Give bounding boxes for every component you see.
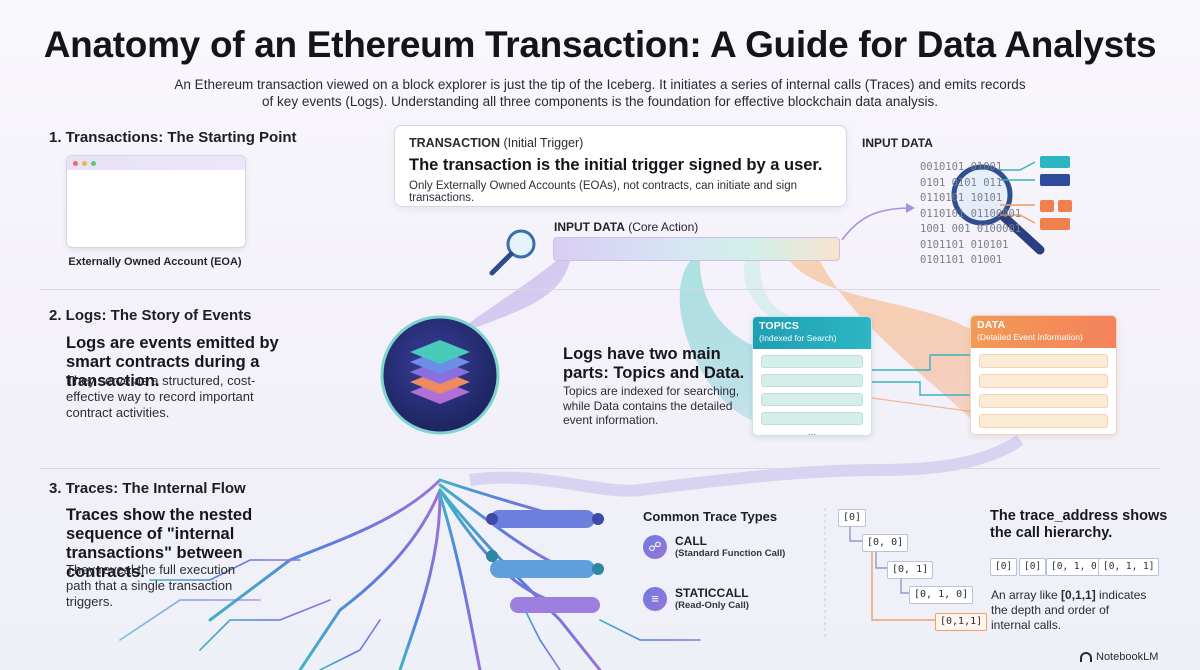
topic-row bbox=[761, 412, 863, 425]
document-icon: ≡ bbox=[643, 586, 667, 611]
topics-more: ... bbox=[807, 427, 817, 436]
trace-address-chip: [0] bbox=[990, 558, 1018, 576]
trace-address-title: The trace_address shows the call hierarc… bbox=[990, 508, 1168, 541]
data-title: DATA bbox=[977, 319, 1006, 331]
input-data-bar bbox=[553, 237, 840, 261]
data-card: DATA (Detailed Event Information) bbox=[970, 315, 1117, 435]
trace-address-chip: [0, 1, 1] bbox=[1098, 558, 1160, 576]
page-subtitle: An Ethereum transaction viewed on a bloc… bbox=[174, 77, 1026, 109]
tree-node-highlight: [0,1,1] bbox=[935, 613, 988, 631]
notebooklm-logo-icon bbox=[1080, 652, 1092, 662]
section-divider bbox=[40, 289, 1160, 290]
input-data-core-label: INPUT DATA (Core Action) bbox=[554, 220, 699, 234]
tree-node: [0, 1] bbox=[887, 561, 934, 579]
section-divider bbox=[40, 468, 1160, 469]
logs-parts-title: Logs have two main parts: Topics and Dat… bbox=[563, 345, 745, 382]
transaction-box: TRANSACTION (Initial Trigger) The transa… bbox=[394, 125, 847, 207]
stack-layers-icon bbox=[410, 340, 470, 404]
input-arrow bbox=[841, 207, 913, 241]
tree-node: [0, 0] bbox=[862, 534, 909, 552]
output-blocks bbox=[1000, 156, 1072, 230]
link-icon: ☍ bbox=[643, 534, 667, 559]
trace-address-chip: [0] bbox=[1019, 558, 1047, 576]
window-dot-icon bbox=[82, 160, 87, 166]
section-1-heading: 1. Transactions: The Starting Point bbox=[49, 129, 297, 146]
topics-subtitle: (Indexed for Search) bbox=[759, 333, 837, 343]
data-row bbox=[979, 394, 1108, 408]
orange-flow bbox=[790, 261, 972, 420]
topic-row bbox=[761, 355, 863, 368]
eoa-caption: Externally Owned Account (EOA) bbox=[68, 256, 242, 268]
window-bar bbox=[67, 156, 245, 170]
traces-lead: Traces show the nested sequence of "inte… bbox=[66, 506, 253, 581]
purple-flow bbox=[455, 261, 570, 335]
trace-type-staticcall: ≡ STATICCALL (Read-Only Call) bbox=[643, 586, 749, 611]
topics-title: TOPICS bbox=[759, 320, 800, 332]
topic-row bbox=[761, 374, 863, 387]
trace-capsules bbox=[486, 510, 604, 613]
section-2-heading: 2. Logs: The Story of Events bbox=[49, 307, 252, 324]
transaction-note: Only Externally Owned Accounts (EOAs), n… bbox=[409, 180, 797, 204]
magnifier-large-icon bbox=[951, 164, 1045, 255]
binary-data: 0010101 01001 0101 0101 011 0110101 1010… bbox=[920, 161, 1022, 266]
section-3-heading: 3. Traces: The Internal Flow bbox=[49, 480, 246, 497]
data-row bbox=[979, 354, 1108, 368]
window-dot-icon bbox=[73, 160, 78, 166]
logs-lead: Logs are events emitted by smart contrac… bbox=[66, 334, 279, 390]
data-row bbox=[979, 374, 1108, 388]
magnifier-icon bbox=[489, 229, 536, 276]
traces-body: They reveal the full execution path that… bbox=[66, 562, 236, 609]
tree-node: [0] bbox=[838, 509, 867, 527]
topics-card: TOPICS (Indexed for Search) ... bbox=[752, 316, 872, 436]
topic-row bbox=[761, 393, 863, 406]
trace-type-call: ☍ CALL (Standard Function Call) bbox=[643, 534, 785, 559]
common-trace-types-title: Common Trace Types bbox=[643, 509, 778, 524]
data-subtitle: (Detailed Event Information) bbox=[977, 332, 1083, 342]
transaction-statement: The transaction is the initial trigger s… bbox=[409, 156, 823, 174]
page-title: Anatomy of an Ethereum Transaction: A Gu… bbox=[43, 24, 1157, 65]
logs-parts-body: Topics are indexed for searching, while … bbox=[563, 384, 740, 427]
window-dot-icon bbox=[91, 160, 96, 166]
trace-address-explanation: An array like [0,1,1] indicates the dept… bbox=[991, 588, 1147, 632]
logs-body: They serve as a structured, cost-effecti… bbox=[66, 373, 256, 420]
brand-watermark: NotebookLM bbox=[1080, 651, 1158, 663]
data-row bbox=[979, 414, 1108, 428]
transaction-label: TRANSACTION (Initial Trigger) bbox=[409, 136, 584, 150]
trace-flow bbox=[469, 434, 1024, 497]
tree-node: [0, 1, 0] bbox=[909, 586, 974, 604]
eoa-card bbox=[66, 155, 246, 248]
input-data-heading: INPUT DATA bbox=[862, 136, 933, 150]
teal-flow bbox=[679, 261, 752, 420]
